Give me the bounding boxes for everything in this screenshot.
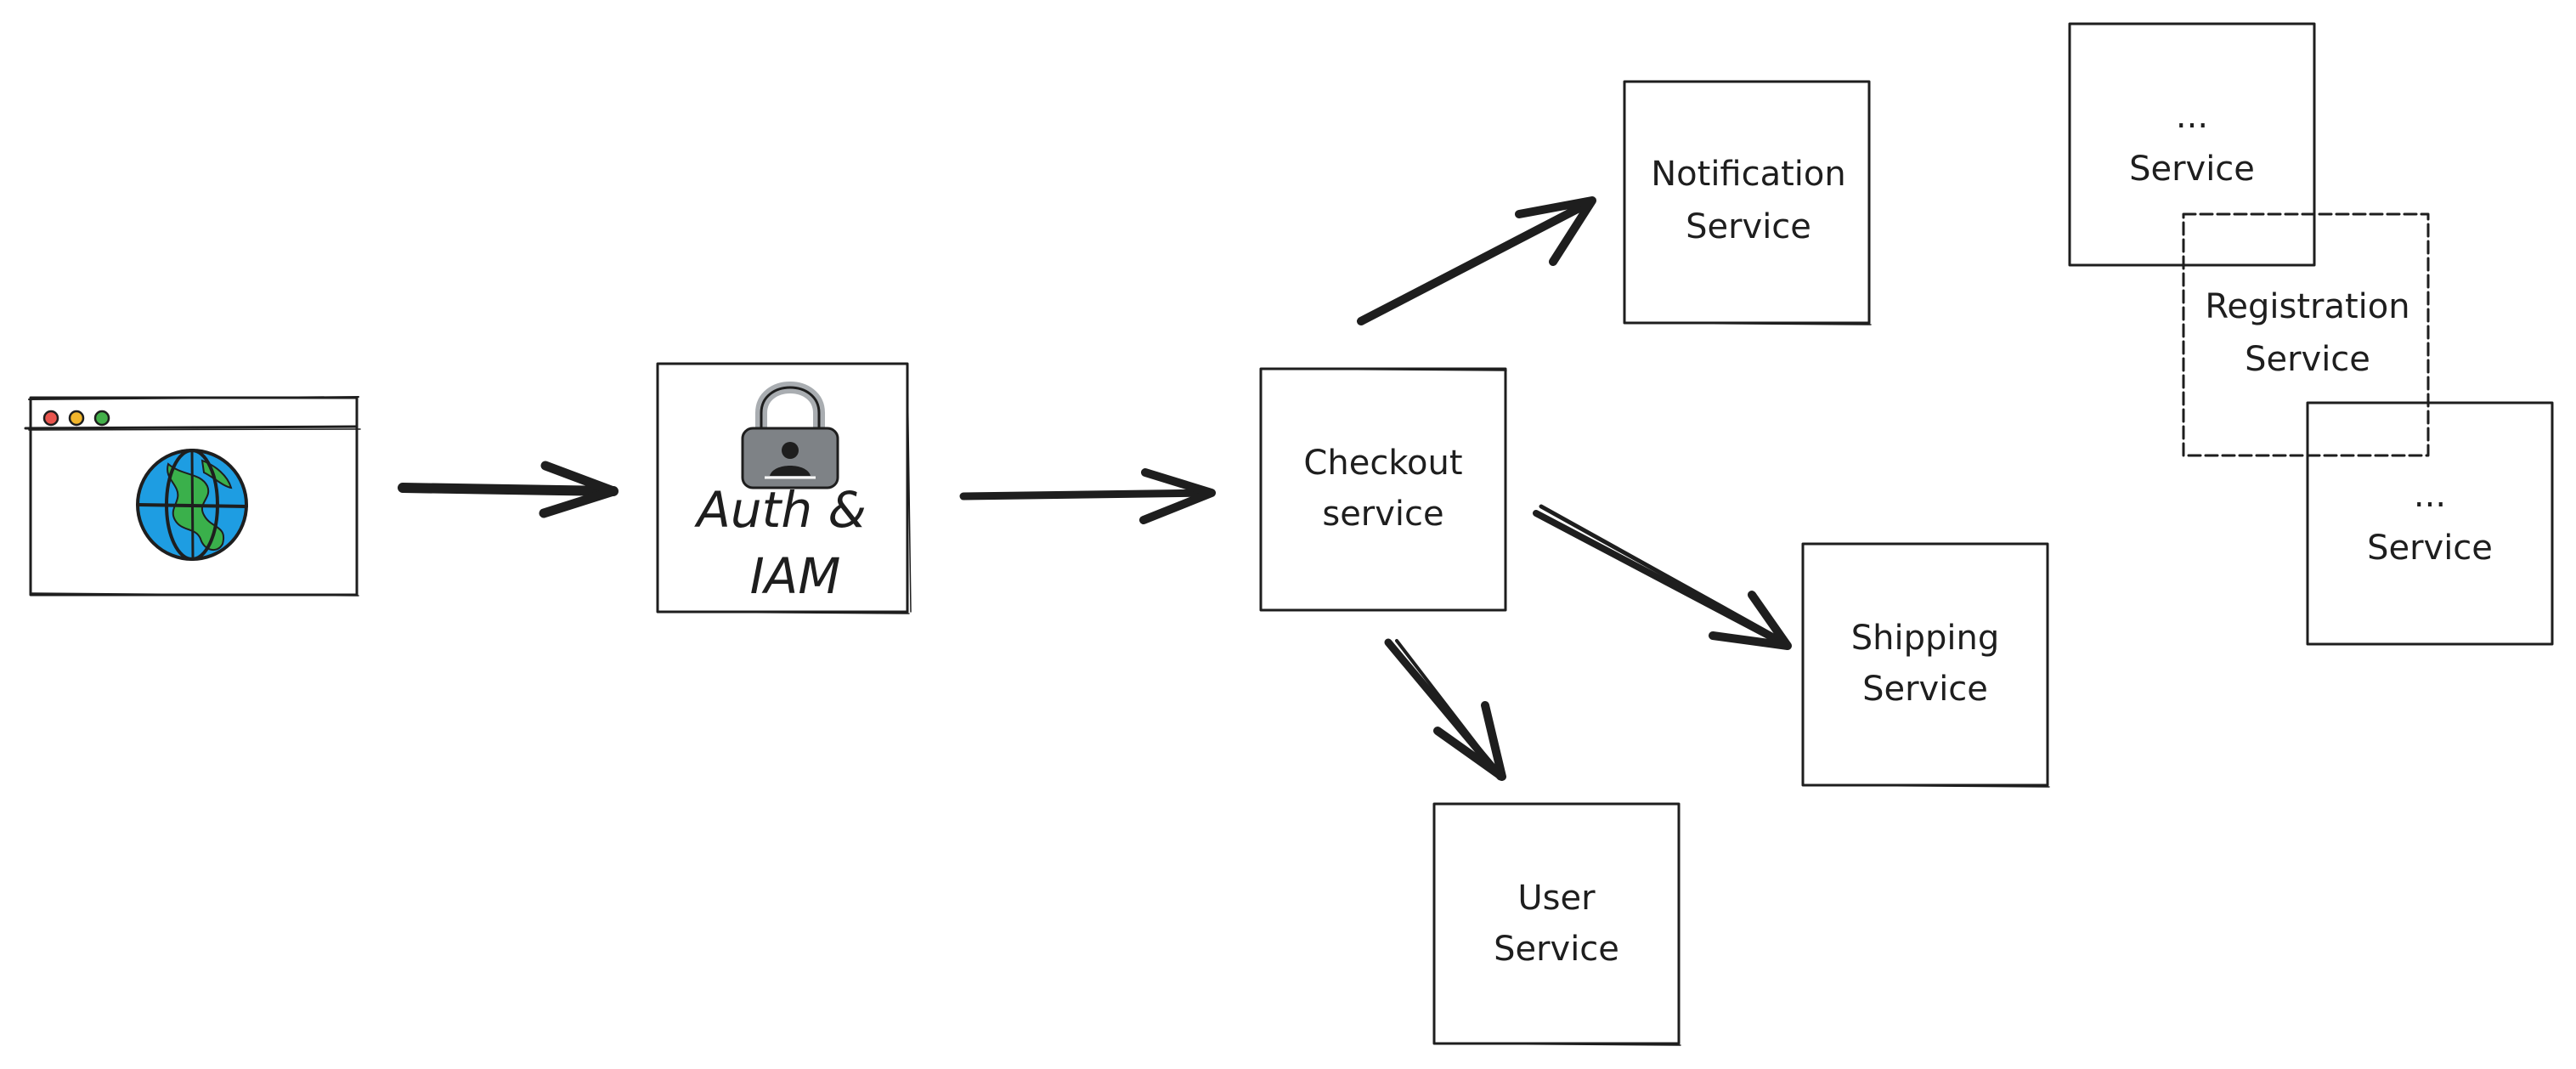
arrow-checkout-to-notification (1357, 196, 1596, 325)
window-maximize-dot (93, 410, 110, 427)
checkout-service-node[interactable]: Checkout service (1259, 367, 1507, 612)
window-close-dot (42, 410, 59, 427)
notification-label-line-2: Service (1686, 207, 1811, 246)
globe-icon (136, 449, 248, 561)
arrow-auth-to-checkout (959, 468, 1216, 524)
notification-label-line-1: Notification (1651, 155, 1846, 194)
browser-window-icon (24, 396, 361, 597)
future-service-node-2[interactable]: ... Service (2306, 401, 2554, 646)
auth-label-line-2: IAM (750, 547, 841, 605)
arrow-checkout-to-shipping (1533, 504, 1792, 650)
future-service-1-label-line-1: ... (2176, 97, 2208, 136)
shipping-label-line-1: Shipping (1851, 619, 2000, 658)
user-label-line-2: Service (1494, 930, 1619, 969)
window-minimize-dot (68, 410, 85, 427)
notification-service-node[interactable]: Notification Service (1623, 80, 1872, 325)
arrow-checkout-to-user (1384, 638, 1506, 781)
shipping-service-node[interactable]: Shipping Service (1801, 542, 2050, 788)
future-service-2-label-line-1: ... (2414, 476, 2446, 515)
registration-label-line-2: Service (2245, 340, 2370, 379)
padlock-user-icon (741, 382, 839, 489)
user-service-node[interactable]: User Service (1432, 802, 1681, 1046)
user-label-line-1: User (1517, 879, 1596, 918)
shipping-label-line-2: Service (1862, 670, 1988, 709)
checkout-label-line-2: service (1322, 495, 1443, 534)
registration-label-line-1: Registration (2205, 287, 2409, 326)
auth-label-line-1: Auth & (693, 481, 867, 539)
future-service-1-label-line-2: Service (2129, 150, 2255, 189)
arrow-browser-to-auth (398, 461, 619, 518)
auth-iam-node[interactable]: Auth & IAM (656, 362, 912, 614)
future-service-node-1[interactable]: ... Service (2068, 22, 2316, 267)
future-service-2-label-line-2: Service (2367, 529, 2493, 568)
checkout-label-line-1: Checkout (1303, 444, 1462, 483)
registration-service-node[interactable]: Registration Service (2182, 212, 2430, 457)
